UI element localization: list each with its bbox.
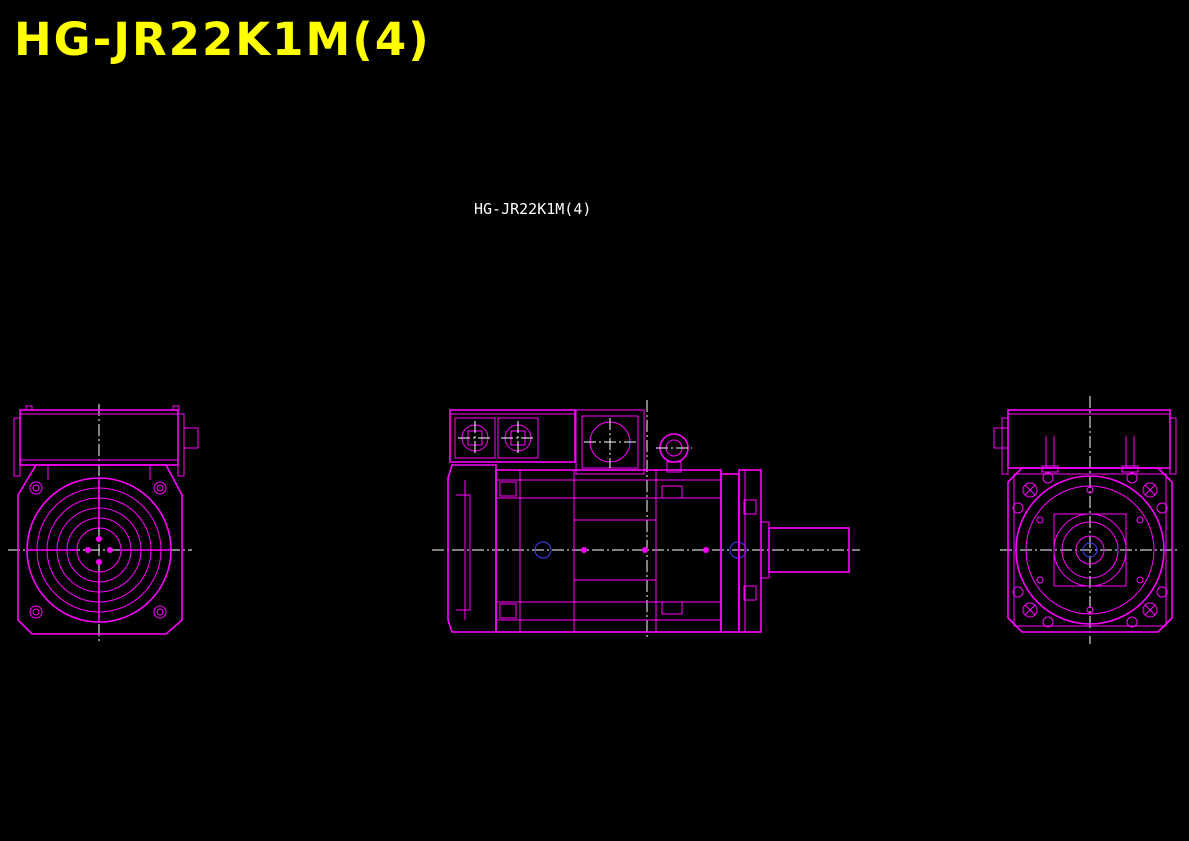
connector-block [449,409,645,475]
side-bearing-mark-front [729,541,747,559]
front-flange [720,469,762,633]
front-terminal-box [993,409,1177,475]
rear-bolts [29,481,167,619]
flange-hub [1015,475,1165,625]
rear-body-outline [17,464,183,635]
view-label: HG-JR22K1M(4) [474,200,591,218]
rear-terminal-box [13,405,199,477]
rear-view [8,404,199,642]
flange-bolt-holes [1012,472,1168,628]
fan-grille [26,477,172,623]
front-flange-outline [1007,467,1173,633]
rear-cover [447,464,497,633]
output-shaft [760,521,850,579]
drawing-title: HG-JR22K1M(4) [14,13,431,66]
motor-frame [495,469,722,633]
side-bearing-mark-rear [534,541,552,559]
eye-bolt [656,433,692,473]
side-view [432,400,860,640]
front-view [993,396,1180,644]
